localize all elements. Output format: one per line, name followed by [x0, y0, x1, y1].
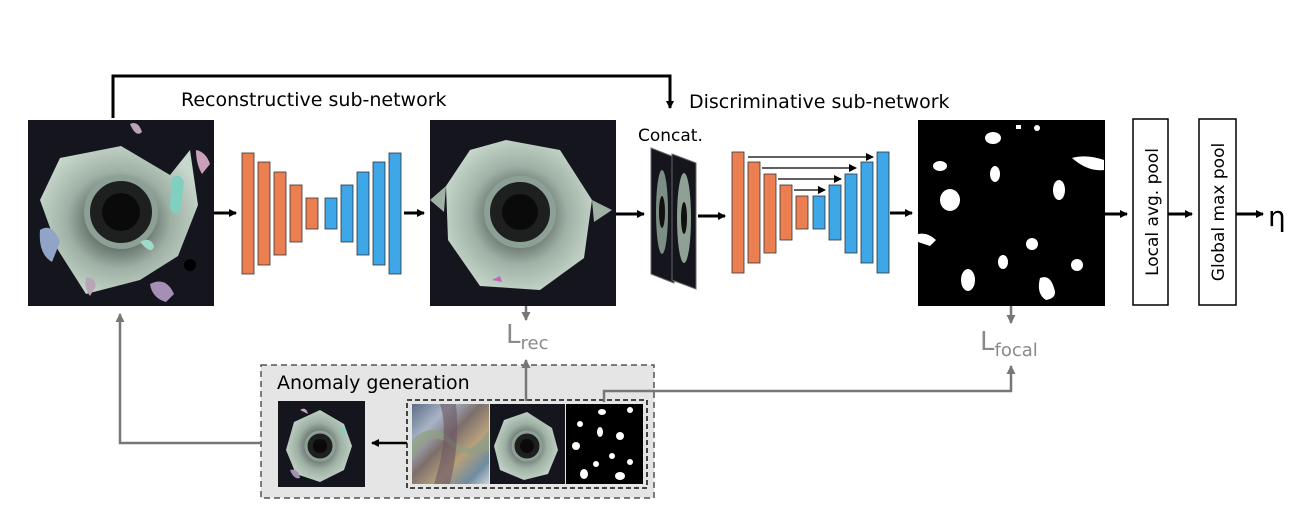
disc-dec-layer-3 — [844, 173, 858, 254]
loss-focal-label: Lfocal — [980, 327, 1038, 361]
disc-dec-layer-5 — [876, 151, 890, 274]
arrow-mask-to-lfocal-feedback — [602, 365, 1016, 402]
local-avg-pool-label: Local avg. pool — [1143, 148, 1163, 276]
disc-dec-layer-4 — [860, 161, 874, 264]
skip-connection-arrow — [111, 74, 674, 118]
disc-dec-layer-1 — [812, 195, 826, 230]
normal-sample-image — [490, 404, 565, 484]
rec-dec-layer-5 — [388, 152, 402, 275]
arrow-generated-to-input — [115, 313, 261, 445]
loss-rec-sub: rec — [521, 333, 549, 354]
loss-rec-label: Lrec — [506, 320, 548, 354]
output-anomaly-mask — [918, 120, 1105, 306]
rec-dec-layer-4 — [372, 161, 386, 266]
rec-enc-layer-2 — [257, 161, 271, 266]
rec-enc-layer-1 — [241, 152, 255, 275]
reconstructive-autoencoder — [241, 152, 402, 275]
loss-focal-main: L — [980, 327, 995, 357]
disc-enc-layer-2 — [747, 161, 761, 264]
disc-enc-layer-4 — [779, 184, 793, 241]
disc-enc-layer-1 — [731, 151, 745, 274]
loss-focal-sub: focal — [995, 340, 1038, 361]
local-avg-pool-box: Local avg. pool — [1132, 118, 1169, 306]
rec-dec-layer-1 — [324, 197, 338, 230]
global-max-pool-label: Global max pool — [1209, 143, 1229, 281]
global-max-pool-box: Global max pool — [1198, 118, 1237, 306]
anomaly-mask-image — [566, 404, 643, 484]
eta-output: η — [1268, 200, 1286, 233]
discriminative-title: Discriminative sub-network — [689, 91, 950, 113]
anomaly-source-texture — [412, 404, 489, 484]
disc-enc-layer-5 — [795, 195, 809, 230]
generated-anomaly-image — [278, 401, 365, 487]
rec-enc-layer-5 — [305, 197, 319, 230]
rec-dec-layer-3 — [356, 171, 370, 256]
reconstructed-image — [430, 120, 616, 306]
rec-dec-layer-2 — [340, 184, 354, 243]
concat-stack — [650, 147, 697, 290]
disc-dec-layer-2 — [828, 184, 842, 241]
rec-enc-layer-3 — [273, 171, 287, 256]
anomaly-generation-title: Anomaly generation — [277, 372, 470, 394]
anomaly-generation-panel: Anomaly generation — [260, 364, 655, 499]
input-augmented-image — [28, 120, 214, 306]
rec-enc-layer-4 — [289, 184, 303, 243]
concat-label: Concat. — [638, 126, 703, 146]
disc-enc-layer-3 — [763, 173, 777, 254]
loss-rec-main: L — [506, 320, 521, 350]
reconstructive-title: Reconstructive sub-network — [181, 89, 447, 111]
discriminative-unet — [731, 151, 890, 274]
